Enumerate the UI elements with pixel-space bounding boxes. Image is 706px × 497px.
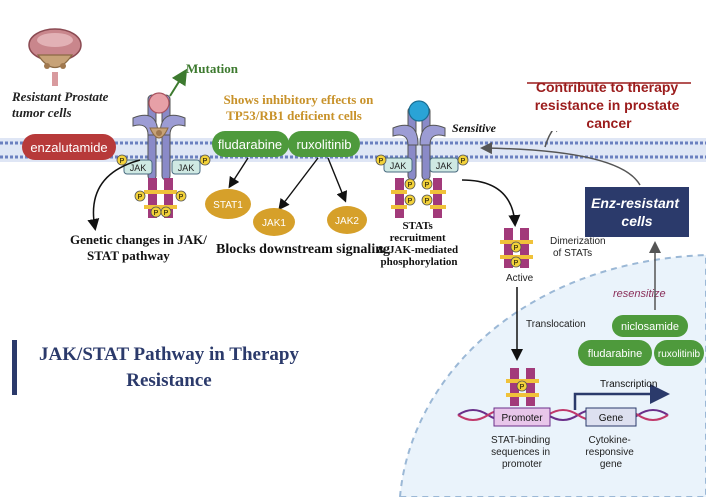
stat-dimer-left xyxy=(144,178,177,218)
mutated-receptor xyxy=(132,92,186,181)
jak2-node: JAK2 xyxy=(327,206,367,234)
svg-text:P: P xyxy=(461,158,466,165)
transcription-label: Transcription xyxy=(600,379,657,390)
ruxolitinib-pill-nuclear: ruxolitinib xyxy=(654,340,704,366)
svg-text:Gene: Gene xyxy=(599,413,624,424)
svg-text:JAK1: JAK1 xyxy=(262,218,286,229)
svg-text:ruxolitinib: ruxolitinib xyxy=(297,137,352,152)
drug-target-arrows xyxy=(228,157,348,211)
stat1-node: STAT1 xyxy=(205,189,251,219)
svg-text:JAK: JAK xyxy=(130,163,147,173)
svg-text:P: P xyxy=(138,194,143,201)
jak-box-right-1: JAK xyxy=(383,157,413,173)
svg-text:STAT1: STAT1 xyxy=(213,200,243,211)
jak1-node: JAK1 xyxy=(253,208,295,236)
gene-box: Gene xyxy=(585,407,637,427)
svg-text:niclosamide: niclosamide xyxy=(621,321,679,333)
title-line-1: JAK/STAT Pathway in Therapy xyxy=(39,344,299,365)
svg-text:JAK: JAK xyxy=(178,163,195,173)
translocation-label: Translocation xyxy=(526,319,586,330)
transcription-arrow xyxy=(573,384,670,410)
phospho-markers-right: P P P P P P xyxy=(375,154,469,206)
fludarabine-pill-nuclear: fludarabine xyxy=(578,340,652,366)
resistant-cells-label: Resistant Prostate tumor cells xyxy=(11,89,112,120)
cytokine-gene-label: Cytokine- responsive gene xyxy=(585,435,636,470)
svg-text:P: P xyxy=(520,384,525,391)
svg-text:P: P xyxy=(514,245,519,252)
resensitize-label: resensitize xyxy=(613,288,666,300)
svg-text:JAK: JAK xyxy=(390,161,407,171)
niclosamide-pill: niclosamide xyxy=(612,315,688,337)
title-accent-bar xyxy=(12,340,17,395)
promoter-bound-dimer: P xyxy=(506,368,539,406)
feedback-arrow xyxy=(480,142,641,186)
sensitive-receptor xyxy=(392,100,446,181)
title-line-2: Resistance xyxy=(126,370,212,391)
active-label: Active xyxy=(506,273,534,284)
genetic-changes-label: Genetic changes in JAK/ STAT pathway xyxy=(70,232,210,263)
diagram-title: JAK/STAT Pathway in Therapy Resistance xyxy=(24,342,314,394)
fludarabine-pill: fludarabine xyxy=(212,131,289,157)
enzalutamide-pill: enzalutamide xyxy=(22,134,116,160)
promoter-box: Promoter xyxy=(493,407,551,427)
ruxolitinib-pill: ruxolitinib xyxy=(288,131,360,157)
svg-text:JAK2: JAK2 xyxy=(335,216,359,227)
sensitive-label: Sensitive xyxy=(452,121,497,135)
mutation-label: Mutation xyxy=(186,61,239,76)
svg-text:P: P xyxy=(408,198,413,205)
svg-text:enzalutamide: enzalutamide xyxy=(30,140,107,155)
svg-text:P: P xyxy=(514,260,519,267)
genetic-change-arrow xyxy=(87,159,141,231)
dimerization-arrow xyxy=(461,179,521,227)
dimerization-label: Dimerization of STATs xyxy=(550,236,608,259)
stat-binding-label: STAT-binding sequences in promoter xyxy=(491,435,553,470)
stat-dimer-right xyxy=(391,178,446,218)
svg-text:P: P xyxy=(379,158,384,165)
svg-text:P: P xyxy=(154,210,159,217)
active-stat-dimer: P P xyxy=(500,228,533,268)
contribute-label: Contribute to therapy resistance in pros… xyxy=(523,77,697,131)
jak-box-left-1: JAK xyxy=(123,159,153,175)
svg-text:P: P xyxy=(120,158,125,165)
jak-box-right-2: JAK xyxy=(429,157,459,173)
prostate-organ-icon xyxy=(28,28,82,86)
jak-box-left-2: JAK xyxy=(171,159,201,175)
enz-resistant-box: Enz-resistant cells xyxy=(585,187,689,237)
stats-recruitment-label: STATs recruitment & JAK-mediated phospho… xyxy=(377,220,461,268)
svg-text:Promoter: Promoter xyxy=(501,413,543,424)
svg-text:P: P xyxy=(164,210,169,217)
svg-text:fludarabine: fludarabine xyxy=(218,137,282,152)
blocks-signaling-label: Blocks downstream signaling xyxy=(216,242,390,257)
svg-text:fludarabine: fludarabine xyxy=(588,348,642,360)
svg-text:P: P xyxy=(203,158,208,165)
inhibitory-effects-label: Shows inhibitory effects on TP53/RB1 def… xyxy=(223,92,376,123)
mutation-arrow xyxy=(169,68,188,97)
svg-text:JAK: JAK xyxy=(436,161,453,171)
svg-text:P: P xyxy=(179,194,184,201)
svg-text:P: P xyxy=(425,198,430,205)
phospho-markers-left: P P P P P P xyxy=(116,154,211,218)
svg-text:Enz-resistant cells: Enz-resistant cells xyxy=(591,195,683,229)
svg-text:ruxolitinib: ruxolitinib xyxy=(658,349,701,360)
svg-text:P: P xyxy=(408,182,413,189)
svg-text:P: P xyxy=(425,182,430,189)
